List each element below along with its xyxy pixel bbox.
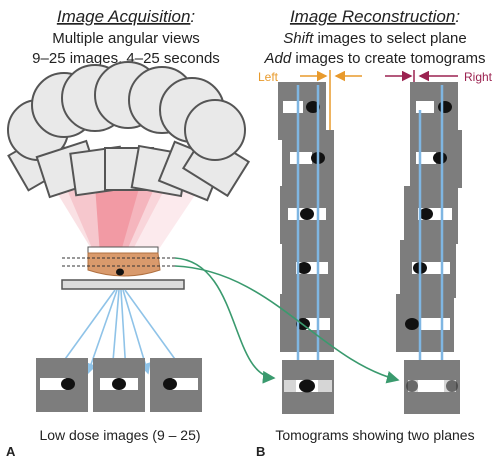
- panel-a-subtitle-2: 9–25 images, 4–25 seconds: [32, 50, 220, 67]
- compression-paddle: [87, 246, 159, 254]
- panel-b-letter: B: [256, 444, 265, 459]
- panel-b-heading-group: Image Reconstruction: Shift images to se…: [264, 7, 486, 67]
- low-dose-image: [36, 358, 88, 412]
- panel-a-caption: Low dose images (9 – 25): [39, 427, 200, 443]
- shifted-image: [282, 240, 334, 298]
- panel-b-title-colon: :: [455, 7, 460, 26]
- xray-tube-array: [7, 61, 251, 202]
- right-label: Right: [464, 70, 493, 84]
- low-dose-image: [93, 358, 145, 412]
- tomogram-right: [404, 360, 460, 414]
- lesion-icon: [61, 378, 75, 390]
- panel-a-title-colon: :: [190, 7, 195, 26]
- svg-text:Image Reconstruction:: Image Reconstruction:: [290, 7, 460, 26]
- panel-b-caption: Tomograms showing two planes: [275, 427, 474, 443]
- lesion-icon: [116, 268, 124, 276]
- green-arrow-left-plane: [174, 257, 276, 384]
- tomogram-left: [282, 360, 334, 414]
- lesion-icon: [446, 380, 458, 392]
- lesion-icon: [406, 380, 418, 392]
- low-dose-image: [150, 358, 202, 412]
- xray-tube-icon: [181, 99, 251, 198]
- lesion-icon: [163, 378, 177, 390]
- left-label: Left: [258, 70, 279, 84]
- lesion-icon: [299, 379, 315, 393]
- lesion-icon: [112, 378, 126, 390]
- projection-ray: [85, 289, 118, 375]
- panel-b-subtitle-1-rest: images to select plane: [313, 30, 466, 47]
- panel-b-subtitle-1-em: Shift: [283, 30, 314, 47]
- panel-b-title: Image Reconstruction: [290, 7, 455, 26]
- right-shifted-stack: [396, 82, 462, 372]
- lesion-icon: [297, 262, 311, 274]
- shifted-image: [282, 130, 334, 188]
- svg-text:Add images to create tomograms: Add images to create tomograms: [264, 50, 486, 67]
- panel-b-subtitle-2-em: Add: [264, 50, 292, 67]
- shifted-image: [396, 294, 454, 352]
- plane-to-tomogram-arrows: [174, 257, 400, 384]
- panel-a-heading-group: Image Acquisition: Multiple angular view…: [32, 7, 220, 67]
- breast: [87, 252, 161, 277]
- lesion-icon: [405, 318, 419, 330]
- shifted-image: [404, 186, 458, 244]
- detector: [61, 279, 185, 290]
- panel-a-title: Image Acquisition: [57, 7, 191, 26]
- lesion-icon: [438, 101, 452, 113]
- panel-a-letter: A: [6, 444, 16, 459]
- green-arrow-right-plane: [174, 265, 400, 384]
- shifted-image: [280, 186, 334, 244]
- shifted-image: [410, 130, 462, 188]
- shifted-image: [280, 294, 334, 352]
- shifted-image: [400, 240, 456, 298]
- svg-text:Image Acquisition:: Image Acquisition:: [57, 7, 196, 26]
- lesion-icon: [433, 152, 447, 164]
- breast-and-detector: [61, 246, 185, 290]
- low-dose-images: [36, 358, 202, 412]
- lesion-icon: [300, 208, 314, 220]
- lesion-icon: [419, 208, 433, 220]
- panel-b-subtitle-2-rest: images to create tomograms: [291, 50, 485, 67]
- lesion-icon: [306, 101, 320, 113]
- panel-a-subtitle-1: Multiple angular views: [52, 30, 200, 47]
- left-shifted-stack: [278, 82, 334, 372]
- svg-text:Shift images to select plane: Shift images to select plane: [283, 30, 466, 47]
